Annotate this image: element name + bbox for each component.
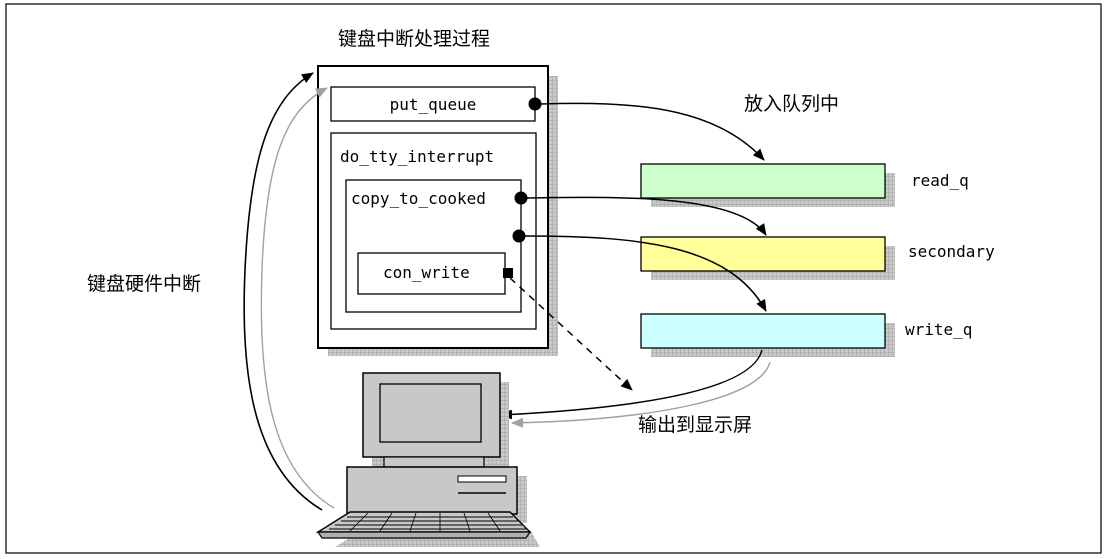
keyboard-interrupt-label: 键盘硬件中断 [87, 273, 201, 295]
output-label: 输出到显示屏 [638, 414, 752, 436]
copy-to-cooked-label: copy_to_cooked [351, 189, 486, 208]
put-queue-dot [528, 97, 542, 111]
secondary-label: secondary [908, 242, 995, 261]
keyboard-interrupt-arrow [243, 72, 323, 511]
outer-frame [5, 3, 1102, 554]
copy-to-cooked-to-write-q-arrow [524, 235, 767, 312]
copy-to-cooked-read-dot [514, 191, 528, 205]
diagram-title: 键盘中断处理过程 [338, 28, 490, 50]
copy-to-cooked-secondary-dot [512, 229, 526, 243]
con-write-square [503, 268, 513, 278]
read-q-label: read_q [911, 171, 969, 190]
put-queue-box [330, 86, 536, 122]
con-write-to-screen-dashed-arrow [509, 277, 633, 391]
do-tty-interrupt-label: do_tty_interrupt [340, 147, 494, 166]
computer-icon [315, 372, 540, 547]
write-q-label: write_q [905, 320, 972, 339]
put-queue-to-read-q-arrow [540, 102, 765, 161]
write-q-to-monitor-shadow-arrow [511, 361, 771, 428]
write-q-to-monitor-arrow [500, 349, 763, 420]
read-q-bar [640, 163, 886, 199]
write-q-bar [640, 313, 886, 349]
put-queue-label: put_queue [390, 95, 477, 114]
copy-to-cooked-to-secondary-arrow [526, 196, 767, 236]
con-write-box [357, 252, 506, 295]
secondary-bar [640, 236, 886, 272]
con-write-label: con_write [383, 263, 470, 282]
keyboard-interrupt-shadow-arrow [260, 87, 335, 509]
queue-label: 放入队列中 [744, 93, 839, 115]
